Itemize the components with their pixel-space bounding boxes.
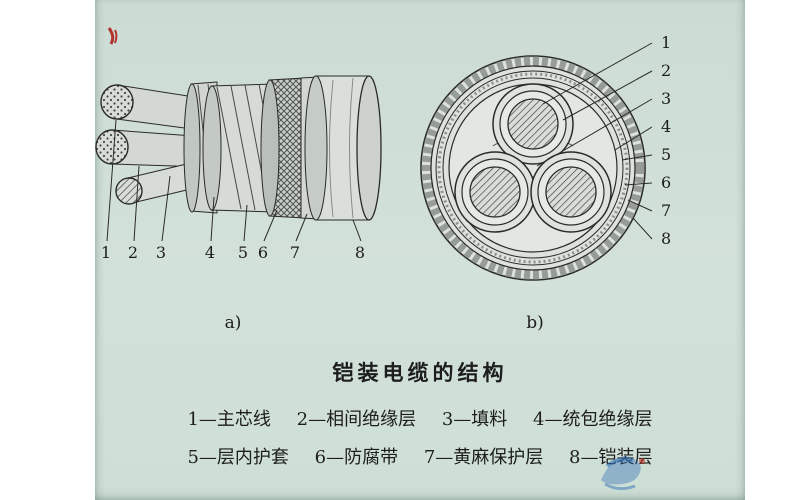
callout-a-1: 1 (101, 243, 111, 262)
figure-label-a: a) (225, 313, 242, 333)
callout-b-6: 6 (661, 173, 671, 192)
legend-item-1: 1—主芯线 (187, 409, 271, 430)
diagram-b-cross-section: 1 2 3 4 5 6 7 8 b) (420, 33, 671, 333)
callout-b-7: 7 (661, 201, 671, 220)
callout-a-7: 7 (290, 243, 300, 262)
legend-item-6: 6—防腐带 (314, 447, 399, 468)
legend-item-2: 2—相间绝缘层 (296, 409, 417, 430)
callout-a-2: 2 (128, 243, 138, 262)
callout-a-5: 5 (238, 243, 248, 262)
callout-b-2: 2 (661, 61, 671, 80)
section-core-top (492, 83, 574, 165)
section-core-left (454, 151, 536, 233)
red-mark (107, 27, 118, 45)
callout-a-6: 6 (258, 243, 268, 262)
cable-structure-figure: 1 2 3 4 5 6 7 8 a) (95, 27, 671, 333)
callout-b-1: 1 (661, 33, 671, 52)
scanned-page: 1 2 3 4 5 6 7 8 a) (95, 0, 745, 500)
core-end-face-2 (95, 129, 129, 165)
legend-item-4: 4—统包绝缘层 (533, 409, 653, 430)
legend-row-1: 1—主芯线 2—相间绝缘层 3—填料 4—统包绝缘层 (95, 405, 745, 431)
callout-a-4: 4 (205, 243, 215, 262)
section-core-right (530, 151, 612, 233)
callout-b-5: 5 (661, 145, 671, 164)
watermark-logo (593, 450, 651, 494)
figure-label-b: b) (526, 313, 544, 333)
core-end-face-1 (100, 84, 134, 120)
figure-title: 铠装电缆的结构 (332, 360, 508, 385)
callout-a-8: 8 (355, 243, 365, 262)
diagram-a-cutaway: 1 2 3 4 5 6 7 8 a) (95, 75, 382, 333)
legend-item-5: 5—层内护套 (187, 447, 289, 468)
core-end-face-3 (115, 177, 143, 205)
legend-item-8: 8—铠装层 (569, 447, 653, 468)
legend-item-3: 3—填料 (441, 409, 508, 430)
leader-lines-a (106, 119, 362, 242)
callout-b-3: 3 (661, 89, 671, 108)
callout-b-8: 8 (661, 229, 671, 248)
legend-item-7: 7—黄麻保护层 (423, 447, 544, 468)
callout-a-3: 3 (156, 243, 166, 262)
callout-b-4: 4 (661, 117, 671, 136)
leader-lines-b (536, 42, 653, 240)
legend-row-2: 5—层内护套 6—防腐带 7—黄麻保护层 8—铠装层 (95, 443, 745, 469)
watermark-icon (601, 456, 645, 491)
